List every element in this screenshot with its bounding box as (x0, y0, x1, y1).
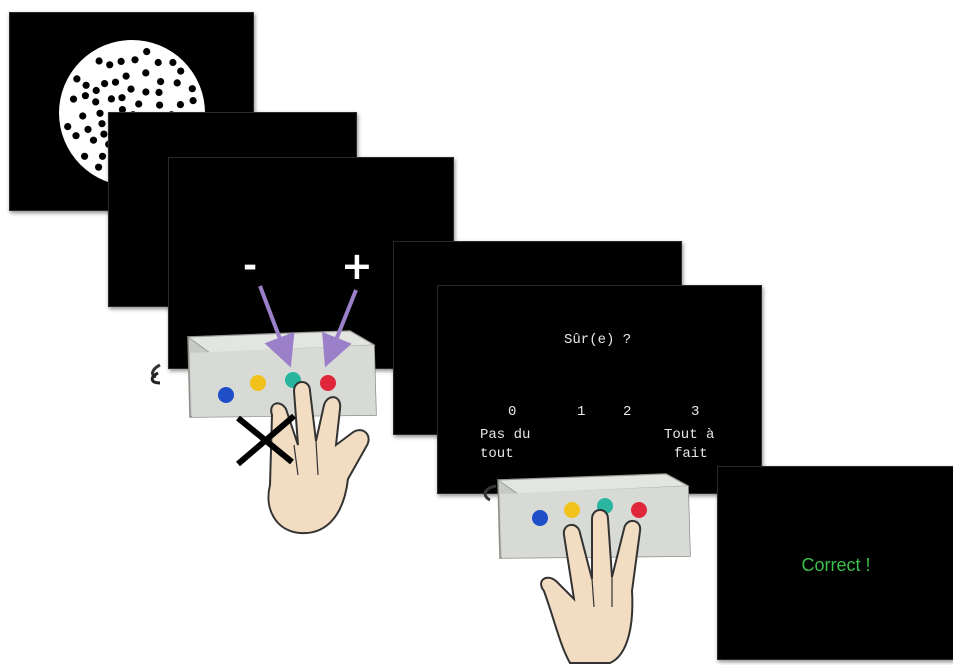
stimulus-dot (174, 79, 181, 86)
stimulus-dot (81, 153, 88, 160)
stimulus-dot (143, 48, 150, 55)
stimulus-dot (142, 69, 149, 76)
stimulus-dot (106, 61, 113, 68)
stimulus-dot (70, 96, 77, 103)
stimulus-dot (83, 82, 90, 89)
scale-value-1: 1 (577, 404, 585, 420)
stimulus-dot (90, 137, 97, 144)
stimulus-dot (169, 59, 176, 66)
stimulus-dot (96, 110, 103, 117)
stimulus-dot (96, 57, 103, 64)
stimulus-dot (155, 59, 162, 66)
blue-button (218, 387, 234, 403)
stimulus-dot (93, 87, 100, 94)
stimulus-dot (84, 126, 91, 133)
stimulus-dot (118, 58, 125, 65)
hand-icon-2 (530, 495, 680, 665)
confidence-question: Sûr(e) ? (564, 332, 631, 348)
scale-value-3: 3 (691, 404, 699, 420)
feedback-screen: Correct ! (717, 466, 953, 660)
stimulus-dot (123, 73, 130, 80)
stimulus-dot (177, 101, 184, 108)
stimulus-dot (135, 100, 142, 107)
cross-mark-icon (232, 412, 302, 472)
stimulus-dot (177, 68, 184, 75)
minus-label: - (243, 246, 257, 286)
stimulus-dot (64, 123, 71, 130)
stimulus-dot (112, 79, 119, 86)
stimulus-dot (108, 95, 115, 102)
stimulus-dot (131, 56, 138, 63)
stimulus-dot (72, 132, 79, 139)
stimulus-dot (156, 102, 163, 109)
stimulus-dot (82, 92, 89, 99)
stimulus-dot (155, 89, 162, 96)
stimulus-dot (127, 86, 134, 93)
stimulus-dot (98, 120, 105, 127)
stimulus-dot (73, 75, 80, 82)
stimulus-dot (92, 98, 99, 105)
stimulus-dot (100, 131, 107, 138)
stimulus-dot (99, 153, 106, 160)
arrow-icon (250, 282, 370, 372)
stimulus-dot (142, 88, 149, 95)
stimulus-dot (95, 164, 102, 171)
stimulus-dot (157, 78, 164, 85)
stimulus-dot (101, 80, 108, 87)
feedback-text: Correct ! (718, 555, 953, 576)
stimulus-dot (190, 97, 197, 104)
scale-value-2: 2 (623, 404, 631, 420)
scale-value-0: 0 (508, 404, 516, 420)
stimulus-dot (118, 94, 125, 101)
stimulus-dot (189, 85, 196, 92)
stimulus-dot (79, 112, 86, 119)
